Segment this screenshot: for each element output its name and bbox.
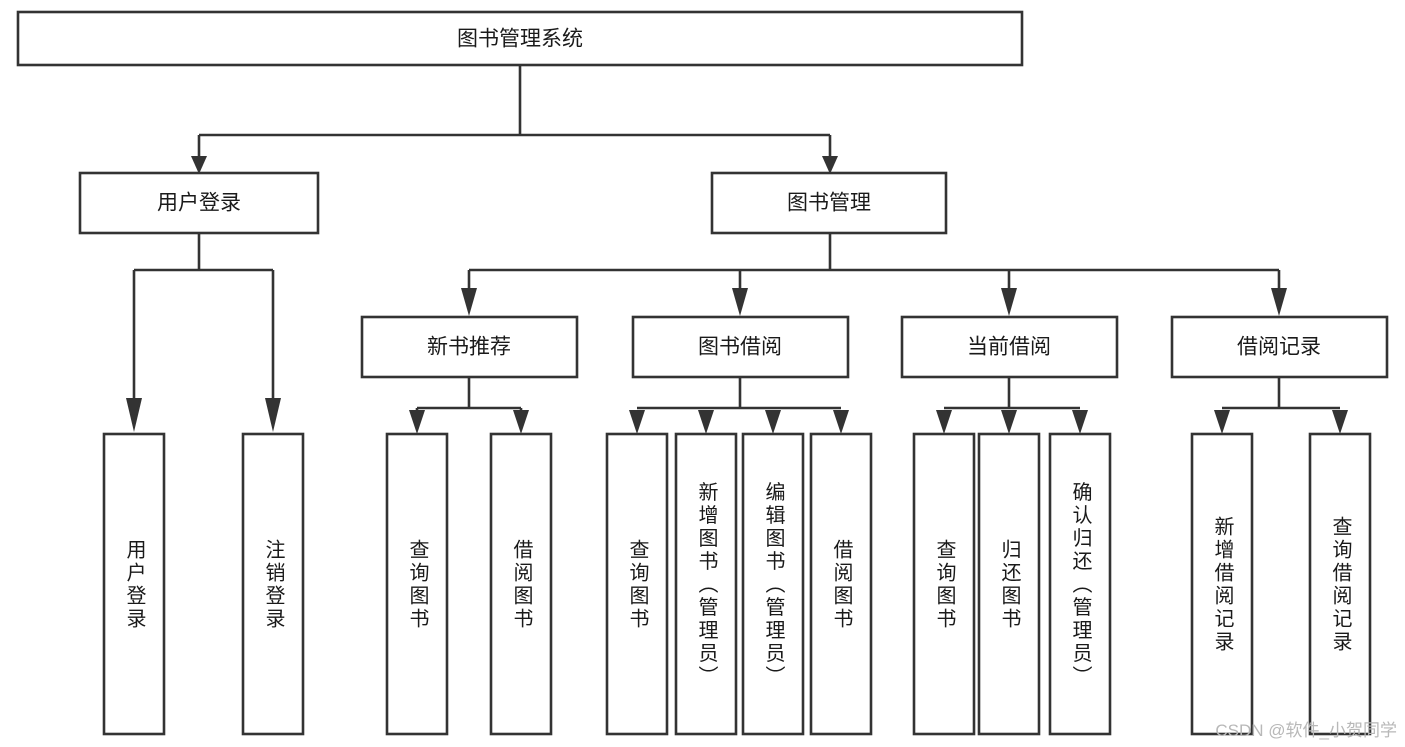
- leaf-current-confirm-return-box[interactable]: [1048, 432, 1112, 736]
- arrow-head-l3-3: [1001, 288, 1017, 316]
- node-book-borrow-box[interactable]: [631, 315, 850, 379]
- connector-group-current: [936, 377, 1088, 434]
- arrow-head-bw-3: [765, 410, 781, 434]
- leaf-new-book-borrow-box[interactable]: [489, 432, 553, 736]
- arrow-head-bw-4: [833, 410, 849, 434]
- arrow-head-ul-2: [265, 398, 281, 432]
- leaf-current-confirm-return[interactable]: 确认归还（管理员）: [1048, 432, 1112, 736]
- arrow-head-nb-1: [409, 410, 425, 434]
- leaf-new-book-query-box[interactable]: [385, 432, 449, 736]
- node-current-borrow-box[interactable]: [900, 315, 1119, 379]
- node-book-borrow-label: 图书借阅: [698, 336, 782, 359]
- leaf-records-add-box[interactable]: [1190, 432, 1254, 736]
- csdn-watermark: CSDN @软件_小贺同学: [1215, 721, 1397, 740]
- connector-group-records: [1214, 377, 1348, 434]
- node-user-login-label: 用户登录: [157, 192, 241, 215]
- node-current-borrow[interactable]: 当前借阅: [900, 315, 1119, 379]
- connector-group-book-mgmt: [461, 233, 1287, 316]
- node-current-borrow-label: 当前借阅: [967, 336, 1051, 359]
- leaf-user-login-logout[interactable]: 注销登录: [241, 432, 305, 736]
- node-user-login[interactable]: 用户登录: [78, 171, 320, 235]
- node-book-management-label: 图书管理: [787, 192, 871, 215]
- arrow-head-bw-1: [629, 410, 645, 434]
- leaf-borrow-edit-book[interactable]: 编辑图书（管理员）: [741, 432, 805, 736]
- leaf-records-query-label: 查询借阅记录: [1329, 516, 1352, 654]
- leaf-records-add[interactable]: 新增借阅记录: [1190, 432, 1254, 736]
- leaf-borrow-edit-book-box[interactable]: [741, 432, 805, 736]
- connector-group-borrow: [629, 377, 849, 434]
- leaf-records-query[interactable]: 查询借阅记录: [1308, 432, 1372, 736]
- leaf-current-return-label: 归还图书: [998, 539, 1021, 631]
- arrow-head-book-mgmt: [822, 156, 838, 174]
- node-new-book-recommend-label: 新书推荐: [427, 336, 511, 359]
- leaf-borrow-borrow-book[interactable]: 借阅图书: [809, 432, 873, 736]
- arrow-head-user-login: [191, 156, 207, 174]
- node-new-book-recommend-box[interactable]: [360, 315, 579, 379]
- node-book-management-box[interactable]: [710, 171, 948, 235]
- leaf-new-book-query-label: 查询图书: [406, 539, 429, 631]
- leaf-current-query-label: 查询图书: [933, 539, 956, 631]
- leaf-records-query-box[interactable]: [1308, 432, 1372, 736]
- leaf-new-book-query[interactable]: 查询图书: [385, 432, 449, 736]
- arrow-head-rc-1: [1214, 410, 1230, 434]
- arrow-head-l3-4: [1271, 288, 1287, 316]
- connector-group-user-login: [126, 233, 281, 432]
- arrow-head-cb-2: [1001, 410, 1017, 434]
- node-book-borrow[interactable]: 图书借阅: [631, 315, 850, 379]
- node-borrow-records-box[interactable]: [1170, 315, 1389, 379]
- leaf-new-book-borrow[interactable]: 借阅图书: [489, 432, 553, 736]
- arrow-head-l3-2: [732, 288, 748, 316]
- leaf-current-return[interactable]: 归还图书: [977, 432, 1041, 736]
- leaf-current-query[interactable]: 查询图书: [912, 432, 976, 736]
- node-new-book-recommend[interactable]: 新书推荐: [360, 315, 579, 379]
- leaf-records-add-label: 新增借阅记录: [1211, 516, 1234, 654]
- arrow-head-bw-2: [698, 410, 714, 434]
- leaf-user-login-login-label: 用户登录: [123, 539, 146, 631]
- arrow-head-nb-2: [513, 410, 529, 434]
- arrow-head-cb-1: [936, 410, 952, 434]
- node-user-login-box[interactable]: [78, 171, 320, 235]
- leaf-current-confirm-return-label: 确认归还（管理员）: [1069, 481, 1092, 688]
- leaf-borrow-add-book[interactable]: 新增图书（管理员）: [674, 432, 738, 736]
- arrow-head-ul-1: [126, 398, 142, 432]
- arrow-head-l3-1: [461, 288, 477, 316]
- node-root-label: 图书管理系统: [457, 28, 583, 51]
- node-borrow-records[interactable]: 借阅记录: [1170, 315, 1389, 379]
- node-borrow-records-label: 借阅记录: [1237, 336, 1321, 359]
- node-root[interactable]: 图书管理系统: [16, 10, 1024, 67]
- leaf-new-book-borrow-label: 借阅图书: [510, 539, 533, 631]
- leaf-borrow-borrow-book-box[interactable]: [809, 432, 873, 736]
- leaf-borrow-query-label: 查询图书: [626, 539, 649, 631]
- leaf-borrow-add-book-label: 新增图书（管理员）: [695, 481, 718, 688]
- leaf-borrow-query[interactable]: 查询图书: [605, 432, 669, 736]
- node-root-box[interactable]: [16, 10, 1024, 67]
- leaf-current-query-box[interactable]: [912, 432, 976, 736]
- node-book-management[interactable]: 图书管理: [710, 171, 948, 235]
- leaf-user-login-login-box[interactable]: [102, 432, 166, 736]
- leaf-borrow-query-box[interactable]: [605, 432, 669, 736]
- leaf-user-login-login[interactable]: 用户登录: [102, 432, 166, 736]
- arrow-head-rc-2: [1332, 410, 1348, 434]
- leaf-current-return-box[interactable]: [977, 432, 1041, 736]
- leaf-borrow-add-book-box[interactable]: [674, 432, 738, 736]
- arrow-head-cb-3: [1072, 410, 1088, 434]
- leaf-user-login-logout-label: 注销登录: [262, 539, 285, 631]
- connector-group-new-books: [409, 377, 529, 434]
- leaf-borrow-borrow-book-label: 借阅图书: [830, 539, 853, 631]
- connector-group-root: [191, 65, 838, 174]
- leaf-user-login-logout-box[interactable]: [241, 432, 305, 736]
- leaf-borrow-edit-book-label: 编辑图书（管理员）: [762, 481, 785, 688]
